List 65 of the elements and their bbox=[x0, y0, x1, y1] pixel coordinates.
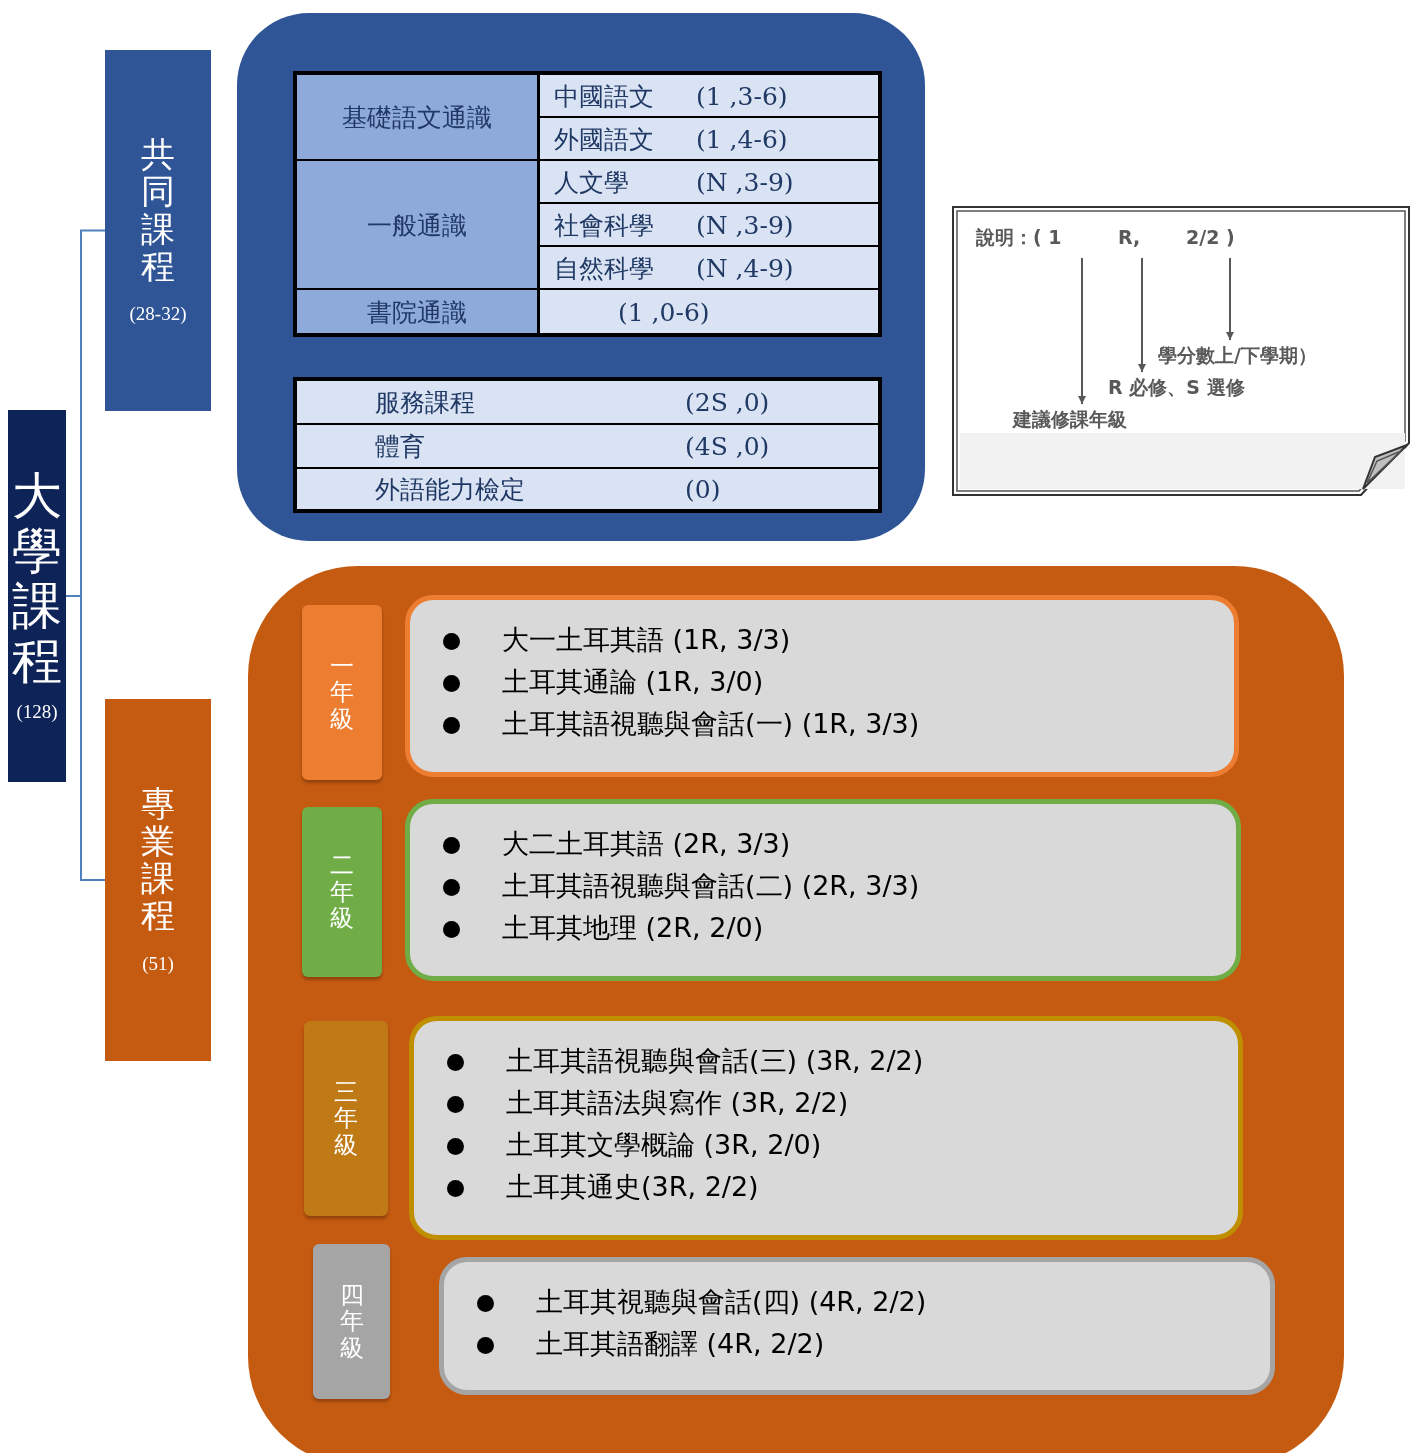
course-name: 自然科學 bbox=[554, 252, 654, 284]
vertical-title: 共同課程 bbox=[141, 135, 175, 288]
year-tab bbox=[304, 1021, 388, 1216]
credit-value: (N ,3-9) bbox=[696, 210, 794, 239]
category-box bbox=[105, 50, 211, 411]
course-name: 社會科學 bbox=[554, 209, 654, 241]
course-list-box bbox=[405, 799, 1241, 981]
credit-value: (4S ,0) bbox=[685, 431, 770, 461]
credit-value: (1 ,0-6) bbox=[618, 297, 710, 326]
credit-value: (N ,4-9) bbox=[696, 253, 794, 282]
vertical-title: 專業課程 bbox=[141, 785, 175, 938]
course-item: 大一土耳其語 (1R, 3/3) bbox=[502, 623, 791, 657]
course-list-box bbox=[439, 1257, 1275, 1395]
category-box bbox=[105, 699, 211, 1061]
year-label: 二年級 bbox=[330, 852, 354, 932]
note-text: 學分數上/下學期） bbox=[1158, 343, 1317, 368]
course-item: 土耳其語法與寫作 (3R, 2/2) bbox=[506, 1086, 849, 1120]
course-item: 大二土耳其語 (2R, 3/3) bbox=[502, 827, 791, 861]
course-list-box bbox=[409, 1016, 1243, 1240]
connector-line bbox=[65, 595, 106, 881]
vertical-title: 大學課程 bbox=[12, 469, 62, 689]
course-item: 土耳其語翻譯 (4R, 2/2) bbox=[536, 1327, 825, 1361]
credit-total: (128) bbox=[16, 701, 58, 723]
course-item: 土耳其語視聽與會話(三) (3R, 2/2) bbox=[506, 1044, 924, 1078]
course-item: 土耳其語視聽與會話(一) (1R, 3/3) bbox=[502, 707, 920, 741]
year-label: 四年級 bbox=[339, 1281, 364, 1362]
credit-value: (1 ,4-6) bbox=[696, 124, 788, 153]
course-item: 土耳其視聽與會話(四) (4R, 2/2) bbox=[536, 1285, 927, 1319]
course-name: 外語能力檢定 bbox=[375, 473, 525, 506]
category-name: 一般通識 bbox=[367, 209, 467, 241]
credit-total: (28-32) bbox=[129, 303, 187, 326]
course-name: 中國語文 bbox=[554, 80, 654, 112]
year-label: 三年級 bbox=[334, 1078, 358, 1159]
course-item: 土耳其地理 (2R, 2/0) bbox=[502, 911, 764, 945]
course-panel bbox=[248, 566, 1344, 1453]
course-item: 土耳其文學概論 (3R, 2/0) bbox=[506, 1128, 822, 1162]
note-text: R 必修、S 選修 bbox=[1108, 375, 1245, 400]
course-item: 土耳其語視聽與會話(二) (2R, 3/3) bbox=[502, 869, 920, 903]
course-name: 服務課程 bbox=[375, 386, 475, 419]
root-course-box bbox=[8, 410, 66, 782]
arrow bbox=[1226, 257, 1234, 341]
note-text: 說明：( 1 bbox=[976, 225, 1062, 250]
category-name: 基礎語文通識 bbox=[342, 101, 492, 134]
credit-value: (0) bbox=[685, 474, 721, 504]
course-name: 體育 bbox=[375, 430, 425, 463]
credit-value: (2S ,0) bbox=[685, 387, 770, 417]
year-tab bbox=[313, 1244, 390, 1399]
note-text: 建議修課年級 bbox=[1013, 407, 1127, 432]
course-list-box bbox=[405, 595, 1239, 777]
arrow bbox=[1138, 257, 1146, 373]
year-label: 一年級 bbox=[330, 652, 354, 733]
course-item: 土耳其通史(3R, 2/2) bbox=[506, 1170, 759, 1204]
course-panel bbox=[237, 13, 925, 541]
course-item: 土耳其通論 (1R, 3/0) bbox=[502, 665, 764, 699]
year-tab bbox=[302, 807, 382, 977]
arrow bbox=[1078, 257, 1086, 405]
credit-value: (N ,3-9) bbox=[696, 167, 794, 196]
credit-value: (1 ,3-6) bbox=[696, 81, 788, 110]
note-text: 2/2 ) bbox=[1186, 225, 1235, 250]
course-name: 人文學 bbox=[554, 166, 629, 198]
category-name: 書院通識 bbox=[367, 296, 467, 328]
course-name: 外國語文 bbox=[554, 123, 654, 155]
credit-total: (51) bbox=[142, 952, 174, 975]
note-text: R, bbox=[1118, 225, 1141, 250]
year-tab bbox=[302, 605, 382, 780]
